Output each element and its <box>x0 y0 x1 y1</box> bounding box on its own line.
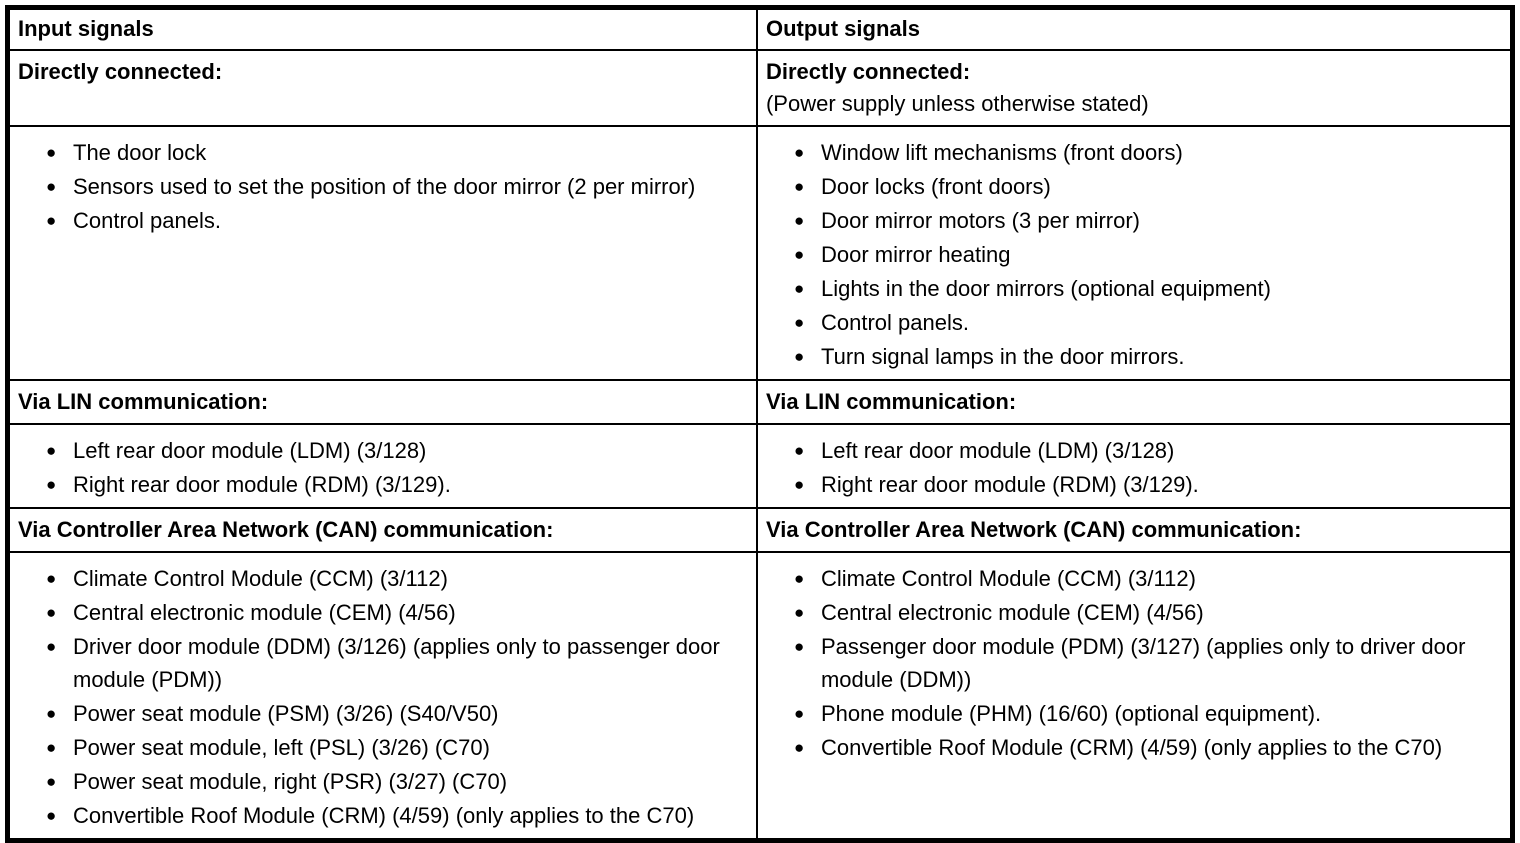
list-item: Power seat module, left (PSL) (3/26) (C7… <box>46 731 748 764</box>
list-item: Central electronic module (CEM) (4/56) <box>794 596 1502 629</box>
section-title: Via LIN communication: <box>18 388 269 414</box>
section-title: Via Controller Area Network (CAN) commun… <box>18 516 554 542</box>
list-item: Door locks (front doors) <box>794 170 1502 203</box>
column-header-output-signals: Output signals <box>755 6 1514 51</box>
list-item: Phone module (PHM) (16/60) (optional equ… <box>794 697 1502 730</box>
section-subtitle: (Power supply unless otherwise stated) <box>765 90 1149 116</box>
section-title-row-directly-connected: Directly connected: Directly connected: … <box>6 48 1514 127</box>
output-directly-connected-title-cell: Directly connected: (Power supply unless… <box>755 48 1514 127</box>
output-can-title-cell: Via Controller Area Network (CAN) commun… <box>755 506 1514 553</box>
list-item: Control panels. <box>46 204 748 237</box>
list-item: Convertible Roof Module (CRM) (4/59) (on… <box>794 731 1502 764</box>
bullet-list: Left rear door module (LDM) (3/128) Righ… <box>766 434 1502 501</box>
list-item: Lights in the door mirrors (optional equ… <box>794 272 1502 305</box>
list-item: Control panels. <box>794 306 1502 339</box>
section-title: Directly connected: <box>18 58 223 84</box>
list-item: Door mirror motors (3 per mirror) <box>794 204 1502 237</box>
signals-table: Input signals Output signals Directly co… <box>5 5 1515 843</box>
output-lin-items-cell: Left rear door module (LDM) (3/128) Righ… <box>755 422 1514 509</box>
section-title: Directly connected: <box>765 58 971 84</box>
section-items-row-lin: Left rear door module (LDM) (3/128) Righ… <box>6 422 1514 509</box>
input-directly-connected-items-cell: The door lock Sensors used to set the po… <box>6 124 758 381</box>
input-directly-connected-title-cell: Directly connected: <box>6 48 758 127</box>
list-item: Turn signal lamps in the door mirrors. <box>794 340 1502 373</box>
input-lin-items-cell: Left rear door module (LDM) (3/128) Righ… <box>6 422 758 509</box>
output-directly-connected-items-cell: Window lift mechanisms (front doors) Doo… <box>755 124 1514 381</box>
list-item: Climate Control Module (CCM) (3/112) <box>46 562 748 595</box>
list-item: Driver door module (DDM) (3/126) (applie… <box>46 630 748 696</box>
bullet-list: Climate Control Module (CCM) (3/112) Cen… <box>766 562 1502 764</box>
section-title: Via LIN communication: <box>765 388 1017 414</box>
list-item: Sensors used to set the position of the … <box>46 170 748 203</box>
output-can-items-cell: Climate Control Module (CCM) (3/112) Cen… <box>755 550 1514 841</box>
section-title: Via Controller Area Network (CAN) commun… <box>765 516 1302 542</box>
column-header-input-signals: Input signals <box>6 6 758 51</box>
list-item: Window lift mechanisms (front doors) <box>794 136 1502 169</box>
section-title-row-can: Via Controller Area Network (CAN) commun… <box>6 506 1514 553</box>
list-item: Power seat module (PSM) (3/26) (S40/V50) <box>46 697 748 730</box>
list-item: Central electronic module (CEM) (4/56) <box>46 596 748 629</box>
manual-page: Input signals Output signals Directly co… <box>0 0 1520 826</box>
list-item: Right rear door module (RDM) (3/129). <box>794 468 1502 501</box>
list-item: Left rear door module (LDM) (3/128) <box>46 434 748 467</box>
input-can-title-cell: Via Controller Area Network (CAN) commun… <box>6 506 758 553</box>
bullet-list: The door lock Sensors used to set the po… <box>18 136 748 237</box>
list-item: Power seat module, right (PSR) (3/27) (C… <box>46 765 748 798</box>
output-lin-title-cell: Via LIN communication: <box>755 378 1514 425</box>
list-item: Convertible Roof Module (CRM) (4/59) (on… <box>46 799 748 832</box>
table-header-row: Input signals Output signals <box>6 6 1514 51</box>
bullet-list: Climate Control Module (CCM) (3/112) Cen… <box>18 562 748 832</box>
list-item: Climate Control Module (CCM) (3/112) <box>794 562 1502 595</box>
section-items-row-can: Climate Control Module (CCM) (3/112) Cen… <box>6 550 1514 841</box>
bullet-list: Left rear door module (LDM) (3/128) Righ… <box>18 434 748 501</box>
input-lin-title-cell: Via LIN communication: <box>6 378 758 425</box>
list-item: Passenger door module (PDM) (3/127) (app… <box>794 630 1502 696</box>
bullet-list: Window lift mechanisms (front doors) Doo… <box>766 136 1502 373</box>
list-item: Right rear door module (RDM) (3/129). <box>46 468 748 501</box>
input-can-items-cell: Climate Control Module (CCM) (3/112) Cen… <box>6 550 758 841</box>
section-title-row-lin: Via LIN communication: Via LIN communica… <box>6 378 1514 425</box>
list-item: Left rear door module (LDM) (3/128) <box>794 434 1502 467</box>
list-item: Door mirror heating <box>794 238 1502 271</box>
list-item: The door lock <box>46 136 748 169</box>
section-items-row-directly-connected: The door lock Sensors used to set the po… <box>6 124 1514 381</box>
